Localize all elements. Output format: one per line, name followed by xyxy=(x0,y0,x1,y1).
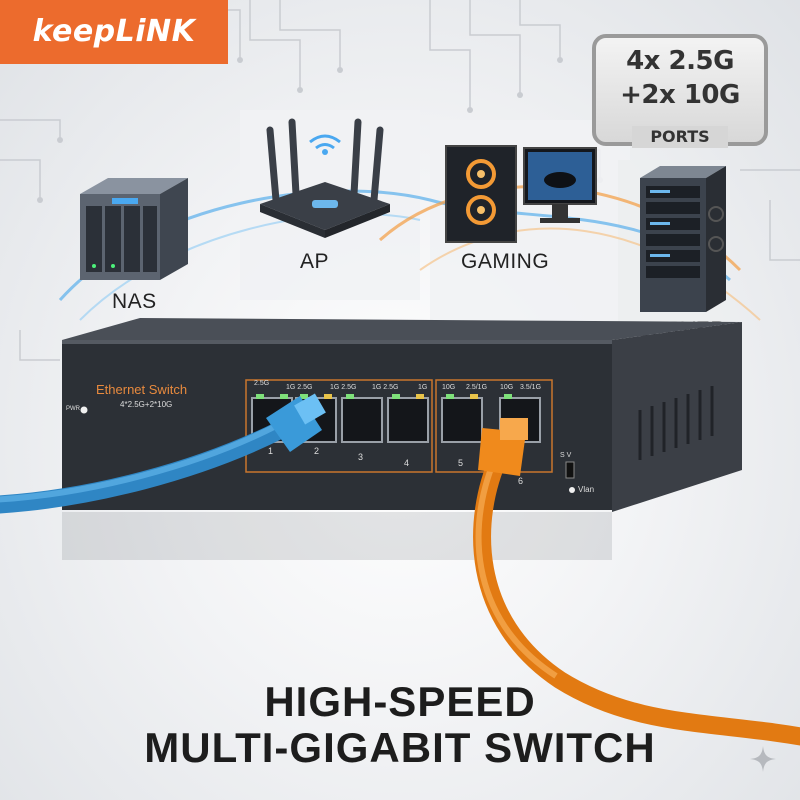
badge-line-2: +2x 10G xyxy=(620,80,740,110)
port-speed-label: 10G xyxy=(500,384,514,391)
pwr-label: PWR xyxy=(66,406,80,412)
port-speed-label: 3.5/1G xyxy=(520,384,542,391)
gaming-pc-icon xyxy=(445,145,597,243)
port-number: 6 xyxy=(518,476,524,486)
port-speed-label: 2.5/1G xyxy=(466,384,488,391)
brand-logo: keepLiNK xyxy=(0,0,228,64)
port-speed-label: 10G xyxy=(442,384,456,391)
nas-icon xyxy=(80,178,188,280)
port-speed-label: 1G 2.5G xyxy=(330,384,357,391)
sv-label: S V xyxy=(560,452,572,459)
vlan-label: Vlan xyxy=(578,485,595,494)
badge-line-1: 4x 2.5G xyxy=(626,46,734,76)
port-number: 2 xyxy=(314,446,320,456)
headline-line-2: MULTI-GIGABIT SWITCH xyxy=(144,724,656,771)
switch-name: Ethernet Switch xyxy=(96,382,188,397)
port-speed-label: 1G 2.5G xyxy=(372,384,399,391)
headline-line-1: HIGH-SPEED xyxy=(264,678,536,725)
port-speed-label: 1G 2.5G xyxy=(286,384,313,391)
sparkle-icon xyxy=(750,746,776,772)
port-number: 1 xyxy=(268,446,274,456)
device-label-nas: NAS xyxy=(112,290,157,313)
device-label-gaming: GAMING xyxy=(461,250,550,273)
port-number: 4 xyxy=(404,458,410,468)
ports-badge: 4x 2.5G +2x 10G PORTS xyxy=(592,34,768,148)
device-label-ap: AP xyxy=(300,250,330,273)
port-number: 3 xyxy=(358,452,364,462)
router-icon xyxy=(260,118,390,238)
port-speed-label: 2.5G xyxy=(254,380,270,387)
switch-subtitle: 4*2.5G+2*10G xyxy=(120,400,173,409)
badge-line-3: PORTS xyxy=(632,126,728,148)
server-rack-icon xyxy=(640,166,726,312)
port-speed-label: 1G xyxy=(418,384,428,391)
port-number: 5 xyxy=(458,458,464,468)
